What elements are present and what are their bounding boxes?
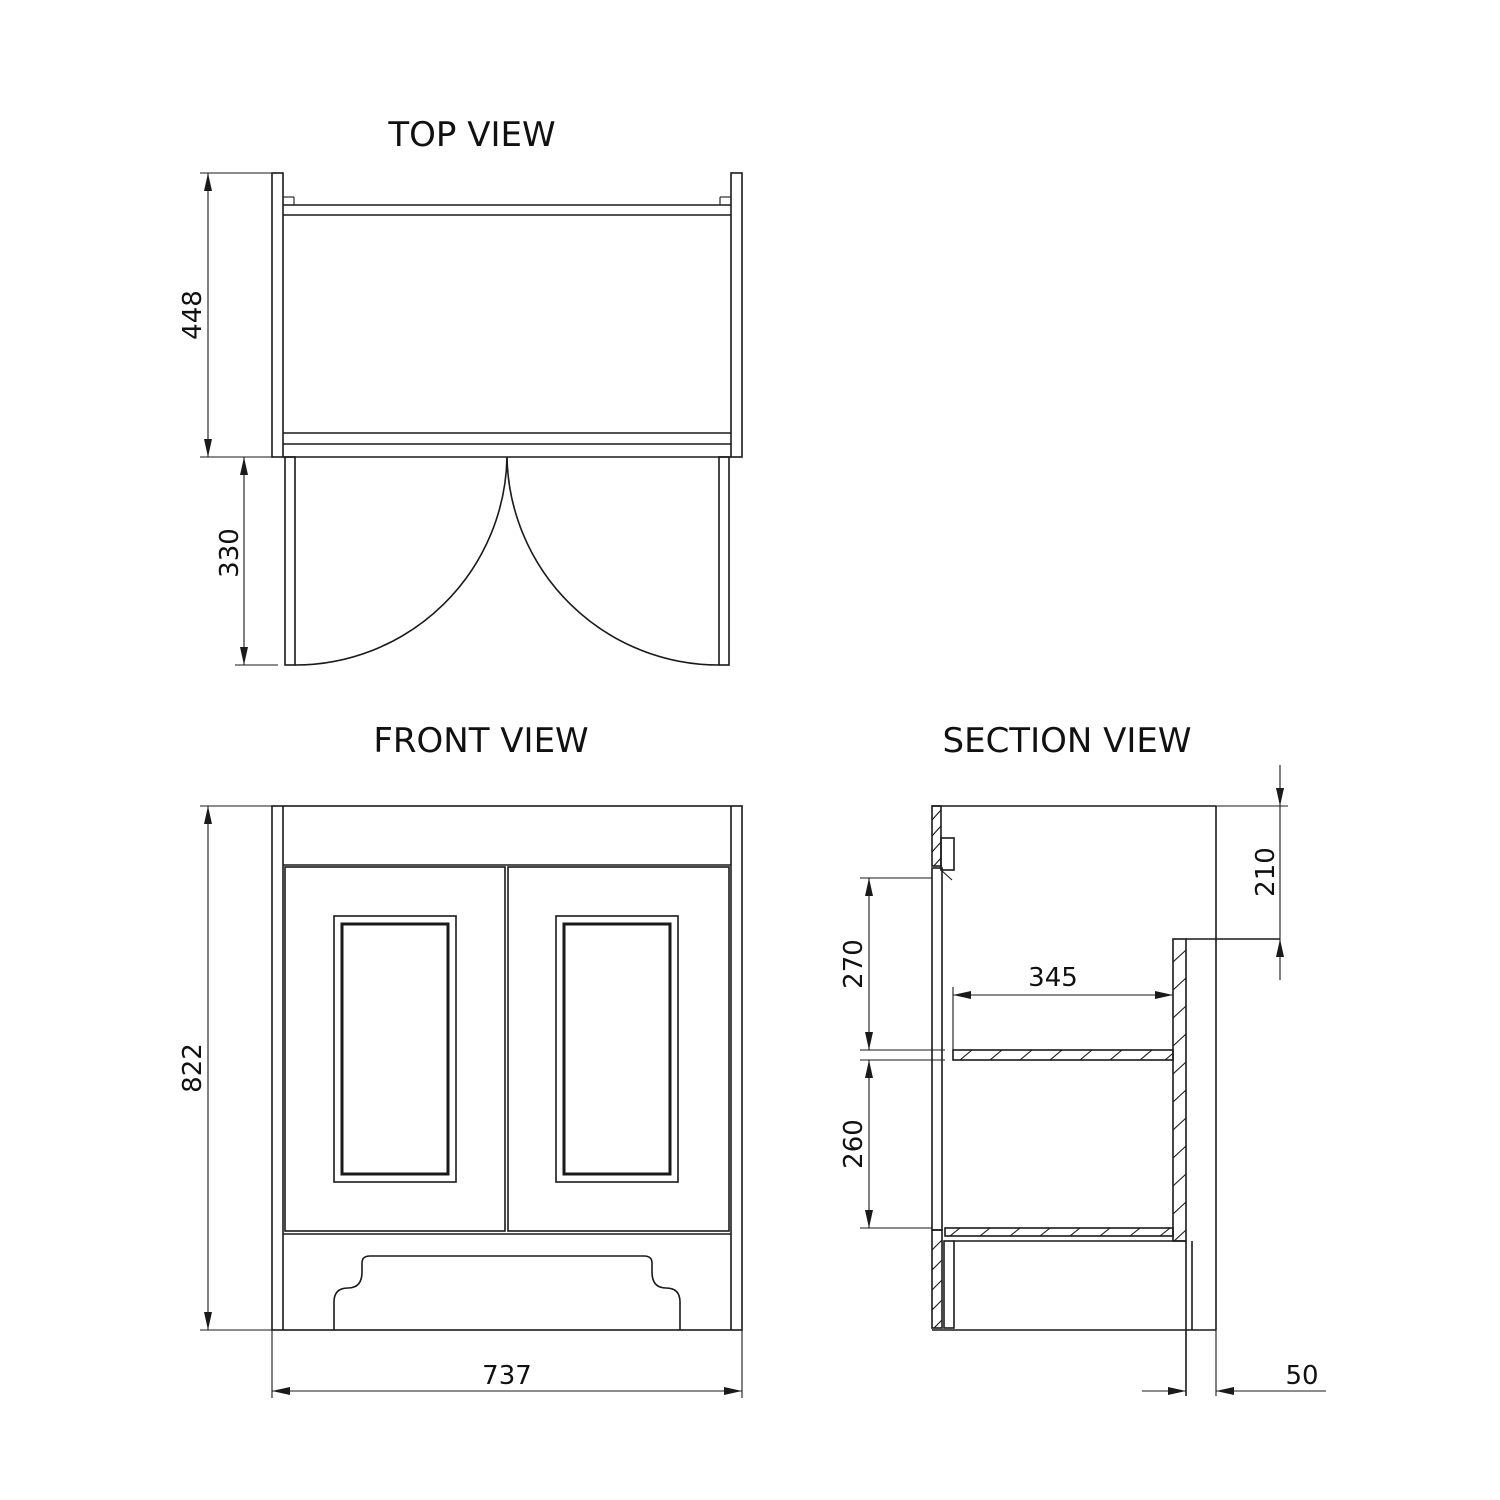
dim-height [200,805,272,1331]
dim-door-swing [235,457,278,666]
section-view-title: SECTION VIEW [943,721,1192,761]
dim-lower-space [860,1060,932,1229]
dim-back-gap-label: 50 [1285,1361,1318,1391]
dim-top-depth [200,172,272,458]
top-view-drawing [271,172,743,666]
section-view-drawing [931,805,1280,1396]
dim-shelf-depth-label: 345 [1028,963,1078,993]
dim-upper-space [860,877,945,1061]
front-view-title: FRONT VIEW [373,721,588,761]
dim-top-rail [1216,765,1288,980]
dim-lower-space-label: 260 [839,1119,869,1169]
dim-door-swing-label: 330 [215,528,245,578]
dim-back-gap [1142,1387,1326,1395]
dim-height-label: 822 [178,1043,208,1093]
front-view-drawing [271,805,743,1331]
dim-shelf-depth [952,987,1173,1050]
dim-top-rail-label: 210 [1251,847,1281,897]
dim-width-label: 737 [482,1361,532,1391]
top-view-title: TOP VIEW [387,115,555,155]
dim-top-depth-label: 448 [178,290,208,340]
dim-width [271,1330,743,1398]
dim-upper-space-label: 270 [839,939,869,989]
